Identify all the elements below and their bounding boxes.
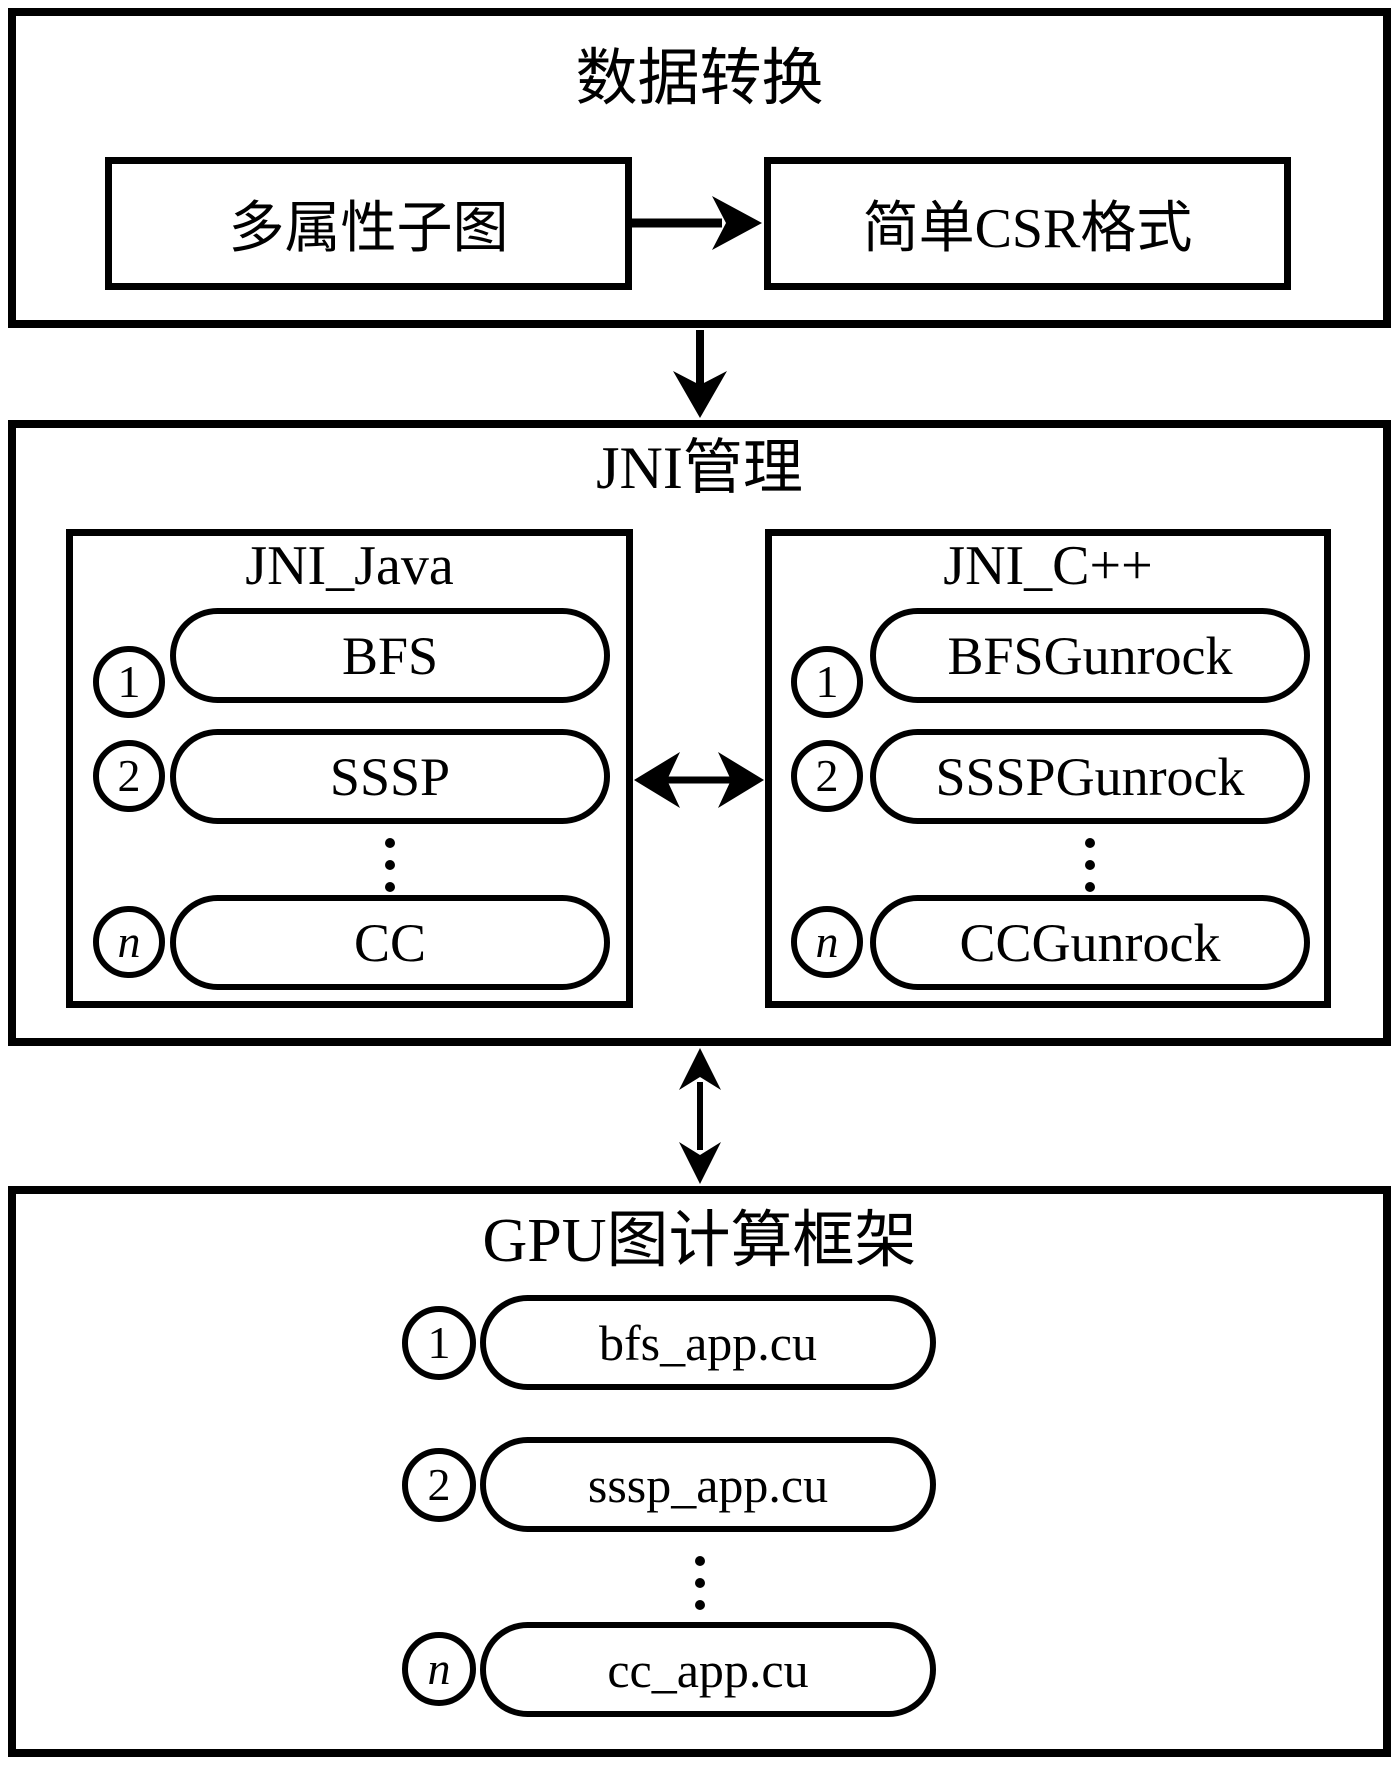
gpu-item-bfs-app: bfs_app.cu <box>480 1295 936 1390</box>
gpu-item-n-number: n <box>402 1632 476 1706</box>
gpu-ellipsis <box>694 1556 706 1610</box>
jni-java-item-sssp-label: SSSP <box>329 746 451 807</box>
jni-java-item-2-number: 2 <box>93 740 165 812</box>
circled-number: n <box>427 1643 451 1694</box>
gpu-framework-title: GPU图计算框架 <box>482 1207 917 1275</box>
multi-attribute-subgraph-label: 多属性子图 <box>228 198 509 260</box>
jni-java-item-n-number: n <box>93 906 165 978</box>
simple-csr-format-box: 简单CSR格式 <box>764 157 1291 290</box>
jni-cpp-item-ssspgunrock-label: SSSPGunrock <box>935 746 1245 807</box>
jni-management-title: JNI管理 <box>596 435 803 501</box>
simple-csr-format-label: 简单CSR格式 <box>862 198 1193 260</box>
arrow-jni-gpu-bidirectional <box>679 1048 721 1184</box>
circled-number: 1 <box>427 1317 451 1368</box>
gpu-item-cc-app-label: cc_app.cu <box>607 1641 809 1698</box>
arrow-conversion-to-jni <box>673 330 727 418</box>
gpu-item-sssp-app: sssp_app.cu <box>480 1437 936 1532</box>
circled-number: 2 <box>815 750 839 801</box>
jni-java-item-cc: CC <box>170 895 610 990</box>
jni-cpp-item-bfsgunrock-label: BFSGunrock <box>947 625 1233 686</box>
data-conversion-title: 数据转换 <box>575 45 824 113</box>
jni-cpp-item-ccgunrock-label: CCGunrock <box>959 912 1221 973</box>
jni-cpp-item-bfsgunrock: BFSGunrock <box>870 608 1310 703</box>
gpu-item-sssp-app-label: sssp_app.cu <box>587 1456 829 1513</box>
circled-number: 2 <box>427 1459 451 1510</box>
jni-cpp-item-ccgunrock: CCGunrock <box>870 895 1310 990</box>
circled-number: n <box>815 916 839 967</box>
circled-number: 1 <box>815 656 839 707</box>
jni-cpp-item-ssspgunrock: SSSPGunrock <box>870 729 1310 824</box>
jni-java-item-sssp: SSSP <box>170 729 610 824</box>
jni-java-item-bfs-label: BFS <box>341 625 439 686</box>
circled-number: n <box>117 916 141 967</box>
jni-cpp-item-2-number: 2 <box>791 740 863 812</box>
jni-cpp-item-n-number: n <box>791 906 863 978</box>
jni-java-item-cc-label: CC <box>353 912 427 973</box>
circled-number: 2 <box>117 750 141 801</box>
jni-java-item-1-number: 1 <box>93 646 165 718</box>
jni-cpp-title: JNI_C++ <box>943 535 1153 597</box>
jni-java-ellipsis <box>384 838 396 892</box>
jni-java-item-bfs: BFS <box>170 608 610 703</box>
jni-cpp-ellipsis <box>1084 838 1096 892</box>
multi-attribute-subgraph-box: 多属性子图 <box>105 157 632 290</box>
gpu-item-2-number: 2 <box>402 1448 476 1522</box>
jni-java-title: JNI_Java <box>245 535 454 597</box>
jni-cpp-item-1-number: 1 <box>791 646 863 718</box>
gpu-item-1-number: 1 <box>402 1306 476 1380</box>
gpu-item-bfs-app-label: bfs_app.cu <box>599 1314 817 1371</box>
gpu-item-cc-app: cc_app.cu <box>480 1622 936 1717</box>
circled-number: 1 <box>117 656 141 707</box>
